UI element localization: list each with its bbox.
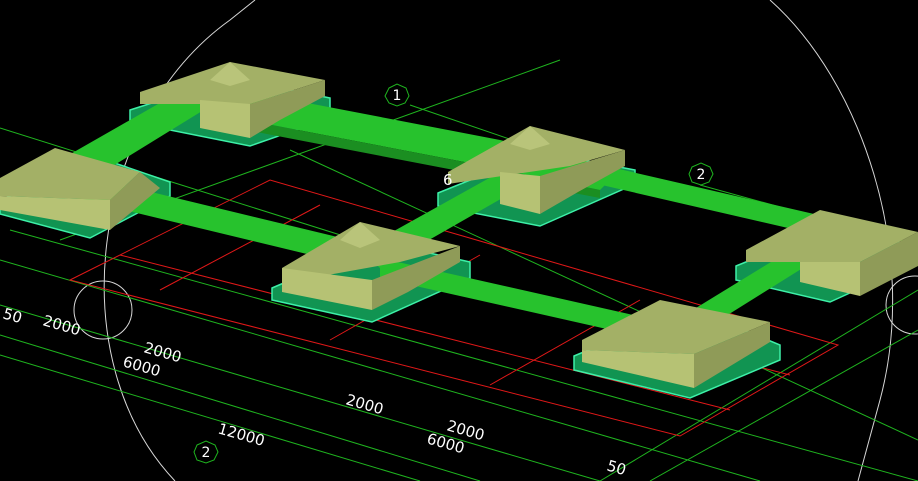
grid-bubble-2[interactable]: 2	[688, 162, 714, 186]
footing-1	[140, 62, 325, 138]
footing-2	[0, 148, 160, 230]
dimension-12000: 12000	[216, 420, 267, 450]
grid-bubble-label: 2	[697, 167, 706, 183]
footing-5	[582, 300, 770, 388]
grid-bubble-1[interactable]: 1	[384, 83, 410, 107]
orbit-circle[interactable]	[73, 0, 918, 481]
dimension-50-bottom: 50	[605, 457, 628, 480]
footing-6	[746, 210, 918, 296]
orbit-handle-right[interactable]	[885, 275, 918, 335]
dimension-6-partial: 6	[443, 171, 453, 189]
grid-bubble-label: 1	[393, 88, 402, 104]
dimension-2000-a: 2000	[41, 312, 83, 340]
grid-bubble-label: 2	[202, 445, 211, 461]
orbit-handle-left[interactable]	[73, 280, 133, 340]
beams	[50, 80, 840, 352]
footing-4	[448, 126, 625, 214]
dimension-2000-c: 2000	[344, 391, 386, 419]
footing-3	[282, 222, 460, 310]
grid-bubble-3[interactable]: 2	[193, 440, 219, 464]
dimension-50-left: 50	[1, 305, 24, 328]
footings	[0, 62, 918, 388]
